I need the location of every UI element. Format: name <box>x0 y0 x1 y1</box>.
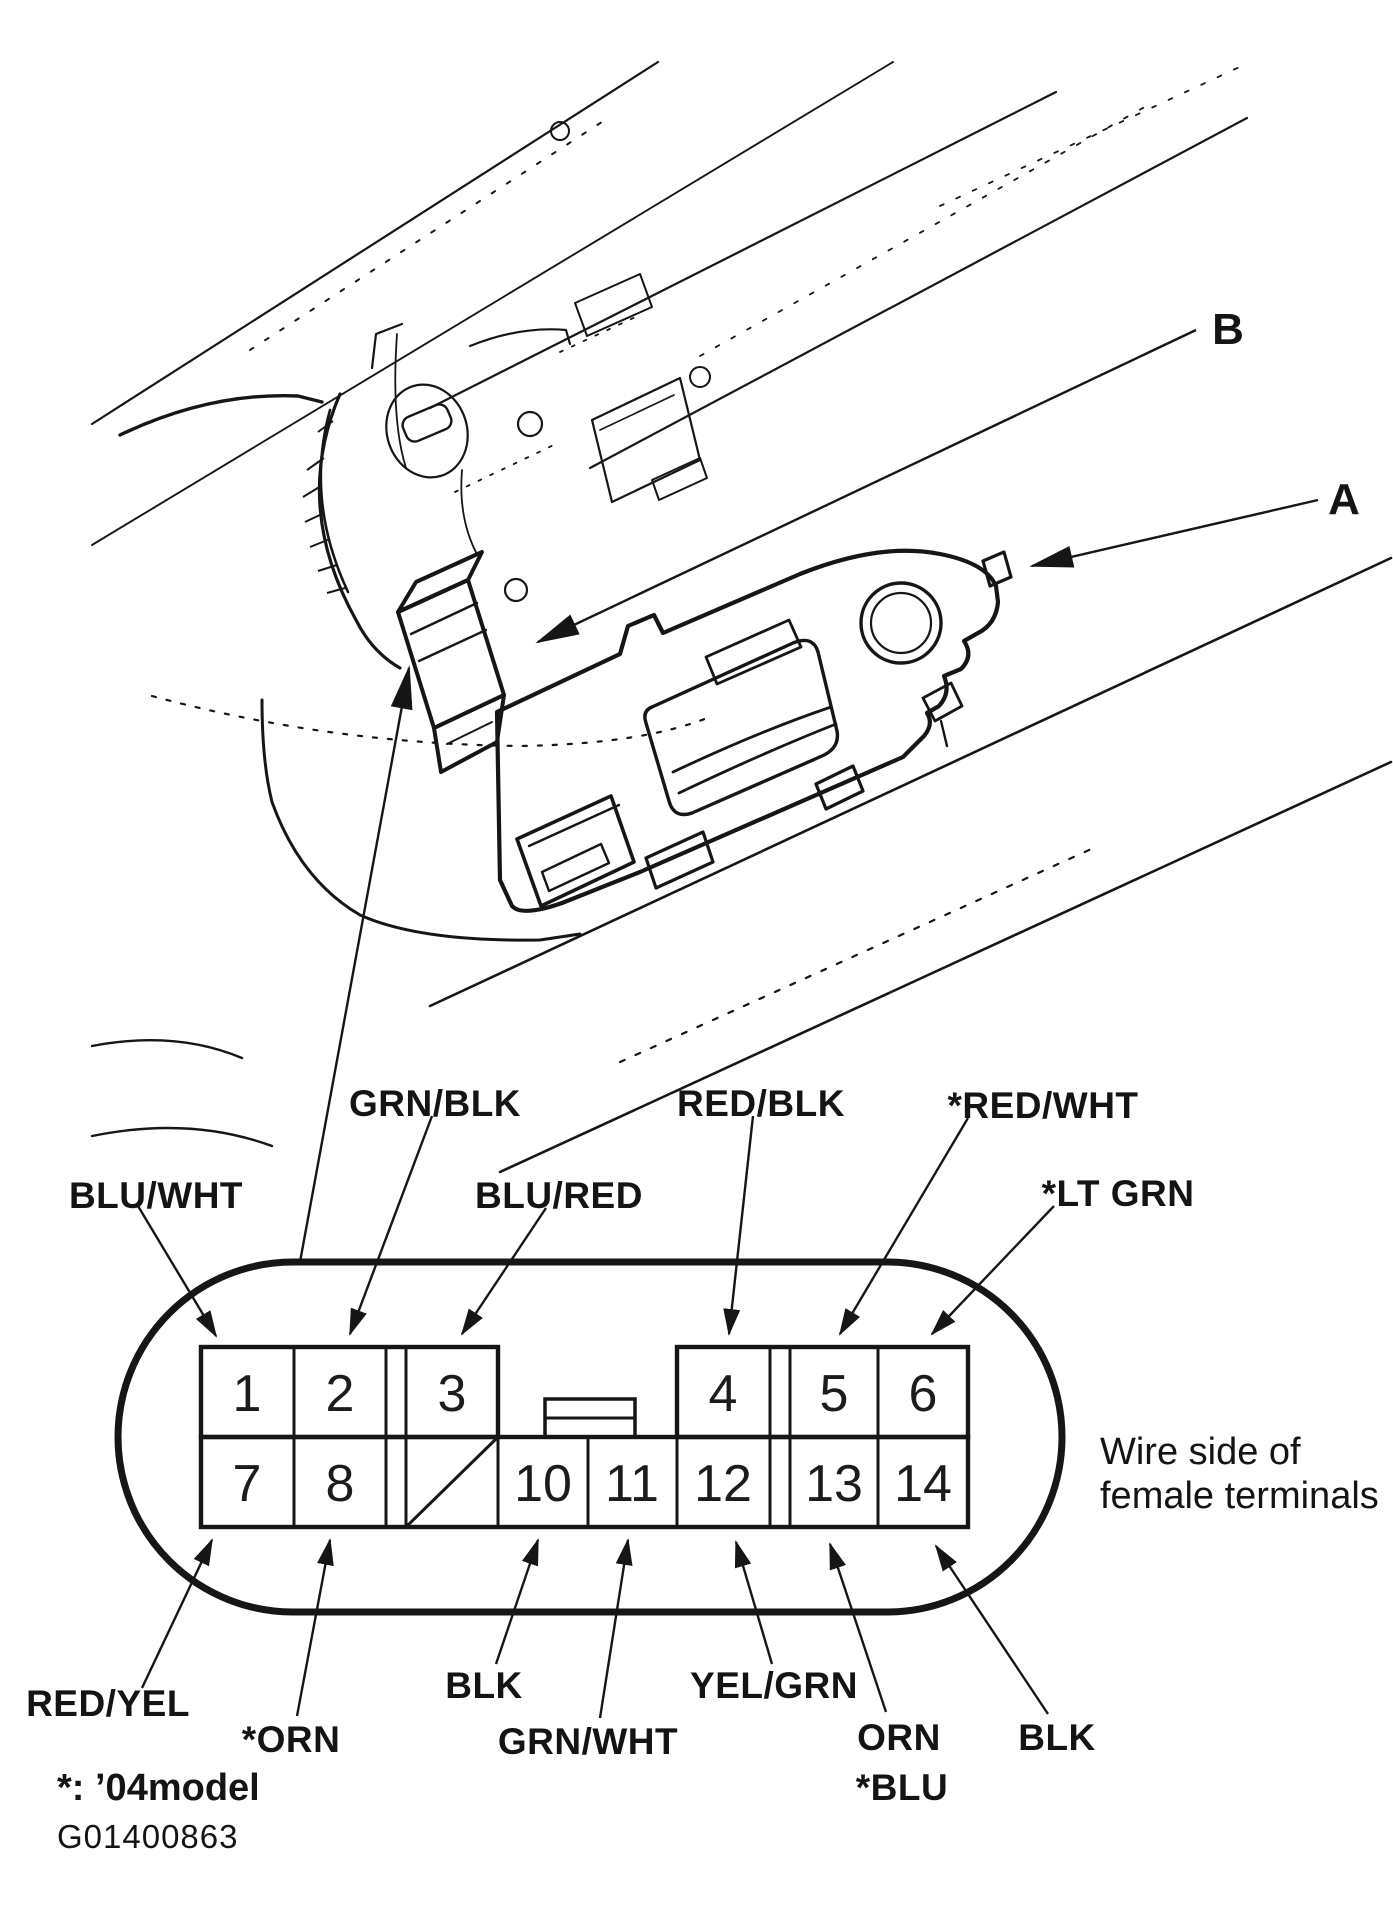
leader-pin3 <box>460 1207 547 1336</box>
leader-pin14 <box>934 1544 1049 1715</box>
pin-number-5: 5 <box>820 1365 849 1423</box>
pin-cell-2 <box>292 1345 388 1439</box>
wire-label-pin12: YEL/GRN <box>690 1665 858 1706</box>
terminal-pinout-diagram: 1 2 3 4 5 6 7 8 10 11 12 13 14 GRN/BLK R… <box>26 1083 1379 1808</box>
leader-pin11 <box>598 1538 633 1719</box>
leader-pin10 <box>494 1538 540 1665</box>
leader-pin1 <box>136 1205 218 1338</box>
leader-pin5 <box>838 1117 970 1336</box>
wire-label-pin7: RED/YEL <box>26 1683 190 1724</box>
wire-label-pin11: GRN/WHT <box>498 1721 678 1762</box>
callout-b-label: B <box>1212 305 1244 354</box>
wire-label-pin13-line2: *BLU <box>856 1767 948 1808</box>
wire-label-pin8: *ORN <box>242 1719 341 1760</box>
callout-a-arrow <box>1029 498 1319 568</box>
connector-location-arrow <box>298 665 413 1263</box>
wire-side-note-line1: Wire side of <box>1100 1431 1301 1473</box>
leader-pin7 <box>140 1538 214 1689</box>
leader-pin6 <box>930 1205 1055 1336</box>
wire-label-pin6: *LT GRN <box>1042 1173 1195 1214</box>
pin-cell-1 <box>199 1345 296 1439</box>
pin-number-12: 12 <box>694 1455 752 1513</box>
leader-pin13 <box>828 1542 888 1713</box>
blank-cell-diagonal <box>404 1435 500 1529</box>
connector-outline-oval <box>114 1258 1066 1616</box>
wire-label-pin2: GRN/BLK <box>349 1083 521 1124</box>
connector-b-drawing <box>396 550 506 774</box>
leader-pin2 <box>348 1115 434 1336</box>
wire-label-pin10: BLK <box>445 1665 523 1706</box>
pin-cell-12 <box>675 1435 772 1529</box>
hatch-strokes <box>302 420 346 594</box>
armrest-outline <box>90 392 714 1148</box>
wire-side-note: Wire side of female terminals <box>1100 1431 1379 1517</box>
pin-number-1: 1 <box>233 1365 262 1423</box>
pin-number-10: 10 <box>514 1455 572 1513</box>
pin-number-7: 7 <box>233 1455 262 1513</box>
pin-number-3: 3 <box>438 1365 467 1423</box>
pin-cell-13 <box>788 1435 880 1529</box>
leader-pin4 <box>723 1115 755 1336</box>
door-lower-edge-lines <box>428 556 1393 1174</box>
pin-number-13: 13 <box>805 1455 863 1513</box>
callout-b-arrow <box>535 328 1197 644</box>
wire-label-pin4: RED/BLK <box>677 1083 845 1124</box>
callout-a-label: A <box>1328 475 1360 524</box>
pin-number-4: 4 <box>709 1365 738 1423</box>
connector-key-tab <box>543 1397 637 1439</box>
pin-number-14: 14 <box>894 1455 952 1513</box>
pin-number-8: 8 <box>326 1455 355 1513</box>
wire-label-pin13-line1: ORN <box>857 1717 941 1758</box>
pin-cell-4 <box>675 1345 772 1439</box>
door-panel-illustration: B A <box>90 60 1393 1263</box>
switch-assembly-drawing <box>494 548 1013 913</box>
pin-number-6: 6 <box>909 1365 938 1423</box>
wire-label-pin1: BLU/WHT <box>69 1175 243 1216</box>
leader-pin12 <box>734 1540 774 1665</box>
leader-pin8 <box>295 1538 334 1717</box>
pin-number-11: 11 <box>605 1455 659 1513</box>
wire-label-pin14: BLK <box>1018 1717 1096 1758</box>
wire-label-pin5: *RED/WHT <box>947 1085 1138 1126</box>
panel-detail-lines <box>90 60 1249 603</box>
figure-id: G01400863 <box>57 1818 239 1855</box>
pin-number-2: 2 <box>326 1365 355 1423</box>
model-year-note: *: ’04model <box>57 1767 260 1809</box>
wire-label-pin3: BLU/RED <box>475 1175 643 1216</box>
pin-cell-5 <box>788 1345 880 1439</box>
wire-side-note-line2: female terminals <box>1100 1475 1379 1517</box>
